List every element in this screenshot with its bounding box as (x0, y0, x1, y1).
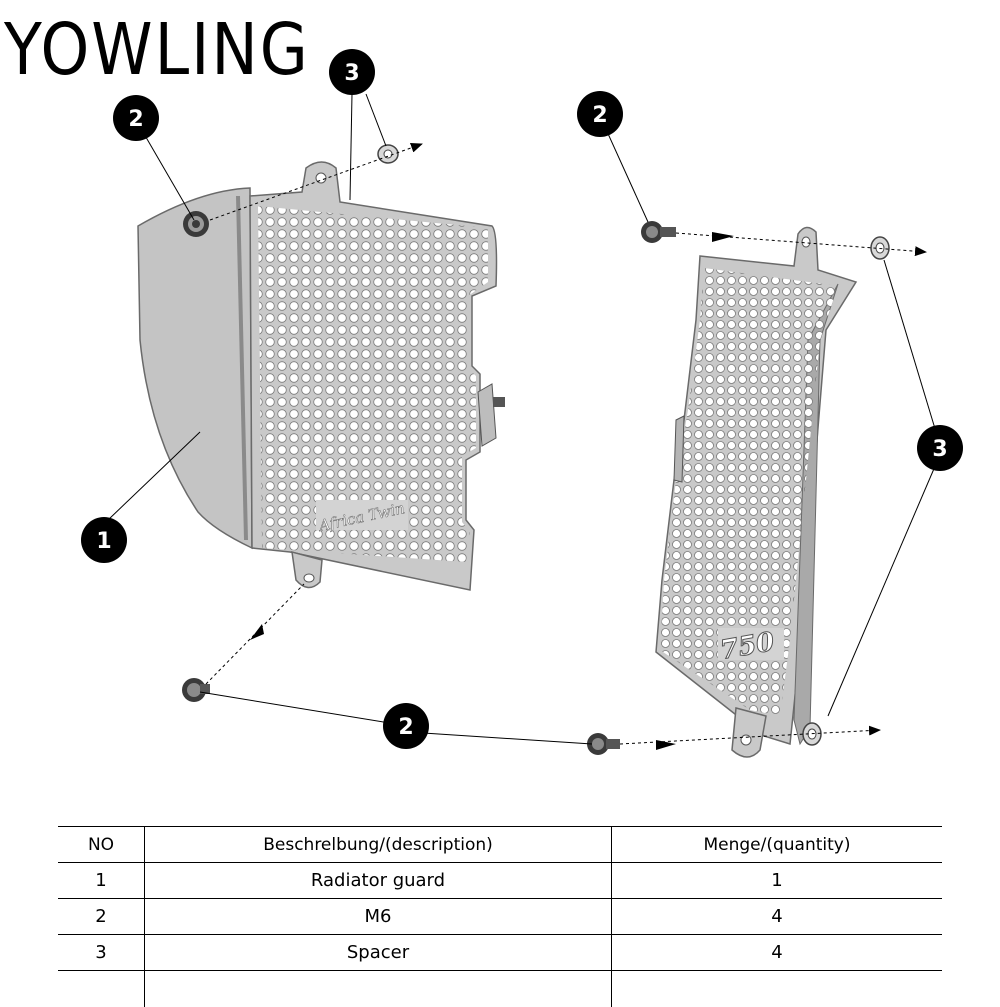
callout-1: 1 (81, 517, 127, 563)
left-radiator-guard: Africa Twin (138, 162, 505, 590)
bolt-bottom-left (182, 678, 210, 702)
exploded-assembly-diagram: Africa Twin 750 (0, 0, 1000, 800)
svg-text:2: 2 (592, 103, 607, 128)
header-no: NO (58, 827, 145, 863)
row-quantity (612, 971, 943, 1007)
row-description: Spacer (145, 935, 612, 971)
table-row (58, 971, 942, 1007)
row-description (145, 971, 612, 1007)
spacer-top-left (378, 145, 398, 163)
bolt-top-right (641, 221, 676, 243)
callout-3-top: 3 (329, 49, 375, 95)
row-quantity: 4 (612, 899, 943, 935)
header-quantity: Menge/(quantity) (612, 827, 943, 863)
row-no (58, 971, 145, 1007)
svg-text:2: 2 (128, 107, 143, 132)
left-guard-side-panel (138, 188, 252, 548)
right-guard-bottom-tab (732, 708, 766, 757)
svg-text:3: 3 (932, 437, 947, 462)
header-description: Beschrelbung/(description) (145, 827, 612, 863)
table-row: 1 Radiator guard 1 (58, 863, 942, 899)
right-radiator-guard: 750 (650, 227, 856, 757)
callout-2-top-right: 2 (577, 91, 623, 137)
parts-list-table: NO Beschrelbung/(description) Menge/(qua… (58, 826, 942, 1007)
africa-twin-logo: Africa Twin (316, 499, 408, 535)
svg-text:2: 2 (398, 715, 413, 740)
row-quantity: 1 (612, 863, 943, 899)
row-description: M6 (145, 899, 612, 935)
svg-text:1: 1 (96, 529, 111, 554)
row-quantity: 4 (612, 935, 943, 971)
row-no: 1 (58, 863, 145, 899)
row-description: Radiator guard (145, 863, 612, 899)
svg-text:3: 3 (344, 61, 359, 86)
row-no: 2 (58, 899, 145, 935)
callout-2-bottom: 2 (383, 703, 429, 749)
callout-2-top-left: 2 (113, 95, 159, 141)
table-row: 3 Spacer 4 (58, 935, 942, 971)
table-row: 2 M6 4 (58, 899, 942, 935)
row-no: 3 (58, 935, 145, 971)
table-header-row: NO Beschrelbung/(description) Menge/(qua… (58, 827, 942, 863)
left-guard-top-bolt (183, 211, 209, 237)
callout-3-right: 3 (917, 425, 963, 471)
